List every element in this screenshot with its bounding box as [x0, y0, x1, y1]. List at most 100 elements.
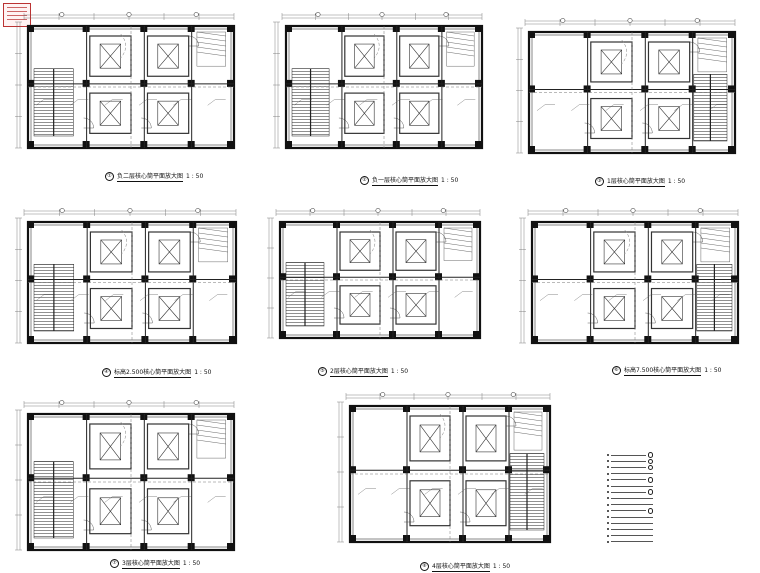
service-room	[446, 31, 475, 67]
plan-number: ⑧	[420, 562, 429, 571]
beam-dashed-lines	[529, 32, 735, 153]
service-room	[196, 419, 226, 459]
plan-number: ③	[595, 177, 604, 186]
door-swings	[333, 231, 447, 319]
annotation-leaders	[539, 294, 730, 301]
plan-scale: 1 : 50	[182, 560, 201, 567]
axis-bubbles	[380, 392, 516, 397]
service-room	[697, 37, 727, 73]
plan-scale: 1 : 50	[186, 173, 204, 180]
core-plan-6	[518, 208, 748, 353]
axis-bubbles	[310, 208, 446, 213]
staircase	[291, 68, 330, 137]
beam-dashed-lines	[28, 26, 234, 148]
annotation-leaders	[357, 488, 543, 495]
beam-dashed-lines	[532, 222, 738, 343]
core-plan-1	[14, 12, 244, 158]
beam-dashed-lines	[280, 222, 480, 338]
service-room	[443, 227, 473, 261]
plan-title: 1层核心筒平面放大图	[607, 178, 665, 187]
staircase	[285, 262, 325, 327]
plan-scale: 1 : 50	[704, 367, 722, 374]
annotation-leaders	[536, 104, 727, 111]
plan-title: 标高2.500核心筒平面放大图	[114, 369, 192, 378]
beam-dashed-lines	[28, 414, 234, 550]
plan-scale: 1 : 50	[194, 369, 212, 376]
axis-bubbles	[59, 12, 199, 17]
core-plan-7	[14, 400, 244, 560]
elevator-shafts	[593, 231, 694, 330]
floor-plan-drawing	[15, 400, 236, 552]
door-swings	[84, 231, 201, 324]
dimension-lines	[519, 209, 739, 344]
plan-number: ④	[102, 368, 111, 377]
elevator-shafts	[89, 231, 191, 330]
core-plan-3	[515, 18, 745, 163]
axis-bubbles	[315, 12, 449, 17]
door-swings	[587, 231, 703, 324]
elevator-shafts	[339, 231, 437, 325]
plan-scale: 1 : 50	[390, 368, 409, 375]
plan-number: ⑥	[612, 366, 621, 375]
beam-dashed-lines	[350, 406, 550, 542]
dimension-lines	[15, 209, 237, 344]
elevator-shafts	[590, 41, 691, 140]
axis-bubbles	[59, 400, 199, 405]
floor-plan-drawing	[15, 12, 236, 150]
floor-plan-drawing	[267, 208, 482, 340]
floor-plan-drawing	[15, 208, 238, 345]
staircase	[509, 453, 545, 531]
plan-scale: 1 : 50	[667, 178, 686, 185]
staircase	[33, 264, 75, 332]
floor-plan-drawing	[273, 12, 484, 150]
door-swings	[83, 423, 199, 531]
elevator-shafts	[89, 35, 190, 134]
elevator-shafts	[344, 35, 440, 134]
plan-number: ⑦	[110, 559, 119, 568]
drawing-legend	[607, 452, 653, 545]
service-room	[513, 411, 543, 451]
floor-plan-drawing	[519, 208, 740, 345]
axis-bubbles	[560, 18, 700, 23]
plan-title: 负二层核心筒平面放大图	[117, 173, 184, 182]
service-room	[196, 31, 226, 67]
staircase	[693, 74, 728, 142]
floor-plan-drawing	[337, 392, 552, 544]
annotation-leaders	[293, 99, 476, 106]
elevator-shafts	[409, 415, 507, 527]
core-plan-5	[266, 208, 490, 348]
axis-bubbles	[59, 208, 201, 213]
plan-title: 负一层核心筒平面放大图	[372, 177, 439, 186]
annotation-leaders	[35, 294, 228, 301]
elevator-shafts	[89, 423, 190, 535]
service-room	[198, 227, 228, 263]
service-room	[700, 227, 730, 263]
staircase	[696, 264, 733, 332]
plan-title: 2层核心筒平面放大图	[330, 368, 388, 377]
plan-title: 标高7.500核心筒平面放大图	[624, 367, 702, 376]
door-swings	[83, 35, 199, 129]
annotation-leaders	[35, 99, 226, 106]
annotation-leaders	[287, 291, 473, 298]
dimension-lines	[267, 209, 481, 339]
core-plan-8	[336, 392, 560, 552]
plan-title: 4层核心筒平面放大图	[432, 563, 490, 572]
core-plan-2	[272, 12, 492, 158]
plan-number: ②	[360, 176, 369, 185]
beam-dashed-lines	[286, 26, 482, 148]
beam-dashed-lines	[28, 222, 236, 343]
axis-bubbles	[563, 208, 703, 213]
annotation-leaders	[35, 496, 226, 503]
door-swings	[403, 415, 517, 523]
door-swings	[338, 35, 450, 129]
core-plan-4	[14, 208, 246, 353]
plan-number: ①	[105, 172, 114, 181]
plan-scale: 1 : 50	[492, 563, 511, 570]
